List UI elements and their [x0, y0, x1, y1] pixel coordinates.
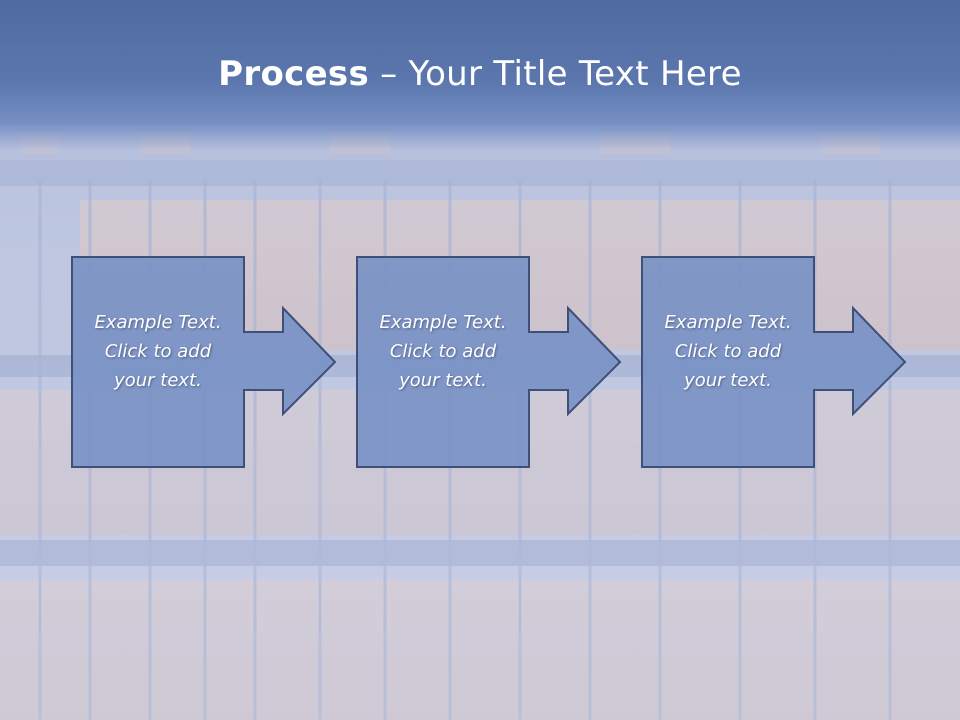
- process-arrow-shape: [71, 256, 337, 468]
- process-arrow-shape: [641, 256, 907, 468]
- process-step-text: Example Text. Click to add your text.: [664, 312, 792, 391]
- slide-title[interactable]: Process – Your Title Text Here: [0, 52, 960, 96]
- title-band: [0, 0, 960, 150]
- process-step-3[interactable]: Example Text. Click to add your text.: [641, 256, 907, 468]
- slide-title-rest: – Your Title Text Here: [369, 54, 742, 94]
- process-step-text: Example Text. Click to add your text.: [379, 312, 507, 391]
- process-step-text: Example Text. Click to add your text.: [94, 312, 222, 391]
- process-step-2[interactable]: Example Text. Click to add your text.: [356, 256, 622, 468]
- process-step-1[interactable]: Example Text. Click to add your text.: [71, 256, 337, 468]
- slide-title-bold: Process: [218, 54, 370, 94]
- process-arrow-shape: [356, 256, 622, 468]
